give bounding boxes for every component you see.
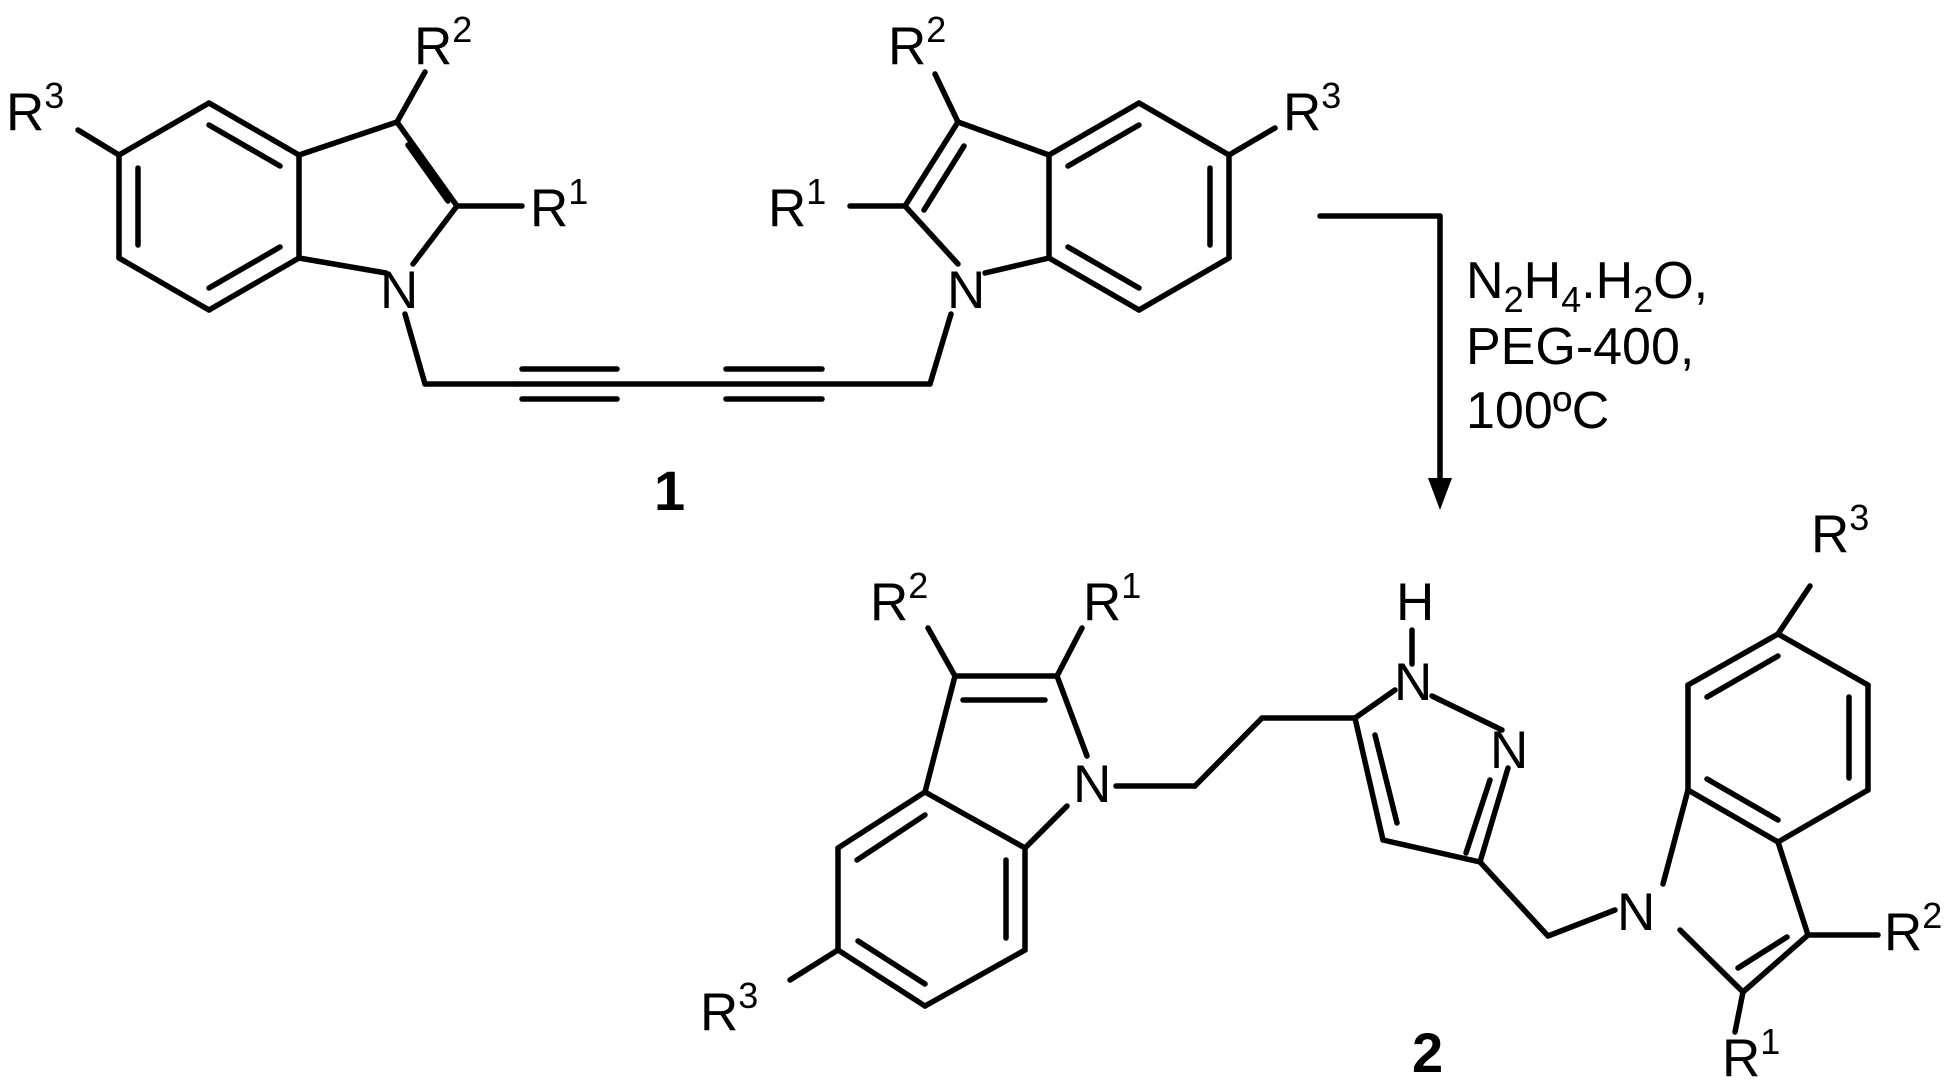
compound-2-pyrazole-h-atom: H bbox=[1396, 573, 1434, 632]
compound-1-left-n-atom: N bbox=[380, 261, 418, 320]
solvent-label: PEG-400, bbox=[1466, 318, 1694, 376]
compound-2-pyrazole-n-atom: N bbox=[1490, 721, 1528, 780]
compound-2-left-r3-label: R3 bbox=[700, 975, 758, 1042]
temperature-label: 100ºC bbox=[1466, 382, 1609, 440]
compound-1-diyne-linker bbox=[512, 366, 933, 402]
reaction-arrow bbox=[1317, 213, 1452, 510]
compound-1-right-indole bbox=[847, 71, 1278, 387]
reaction-conditions: N2H4.H2O, PEG-400, 100ºC bbox=[1466, 252, 1708, 440]
compound-2-right-r2-label: R2 bbox=[1884, 895, 1942, 962]
compound-1-left-r1-label: R1 bbox=[530, 171, 588, 238]
compound-1-left-indole bbox=[75, 69, 525, 387]
compound-2-left-n-atom: N bbox=[1073, 755, 1111, 814]
compound-2-right-n-atom: N bbox=[1617, 883, 1655, 942]
arrowhead-icon bbox=[1428, 478, 1452, 510]
compound-2-left-r1-label: R1 bbox=[1083, 565, 1141, 632]
compound-2-right-indole bbox=[1660, 583, 1881, 1035]
compound-1-left-r3-label: R3 bbox=[6, 75, 64, 142]
compound-1-right-n-atom: N bbox=[947, 261, 985, 320]
compound-2-number: 2 bbox=[1412, 1021, 1443, 1080]
compound-2-left-indole bbox=[787, 625, 1358, 1009]
compound-1-labels: N N R2 R1 R3 R2 R1 R3 1 bbox=[6, 9, 1341, 522]
compound-2-right-r1-label: R1 bbox=[1722, 1021, 1780, 1080]
compound-2-right-r3-label: R3 bbox=[1811, 497, 1869, 564]
compound-1-left-r2-label: R2 bbox=[414, 9, 472, 76]
reagent-hydrazine-hydrate: N2H4.H2O, bbox=[1466, 252, 1708, 320]
compound-1-right-r3-label: R3 bbox=[1283, 75, 1341, 142]
compound-1-right-r1-label: R1 bbox=[768, 171, 826, 238]
compound-2-labels: N N H N N R2 R1 R3 R3 R2 R1 2 bbox=[700, 497, 1942, 1080]
compound-1-right-r2-label: R2 bbox=[888, 9, 946, 76]
compound-2-pyrazole bbox=[1352, 627, 1618, 939]
compound-2-pyrazole-nh-n-atom: N bbox=[1394, 653, 1432, 712]
compound-2-left-r2-label: R2 bbox=[870, 565, 928, 632]
compound-1-number: 1 bbox=[654, 459, 685, 522]
